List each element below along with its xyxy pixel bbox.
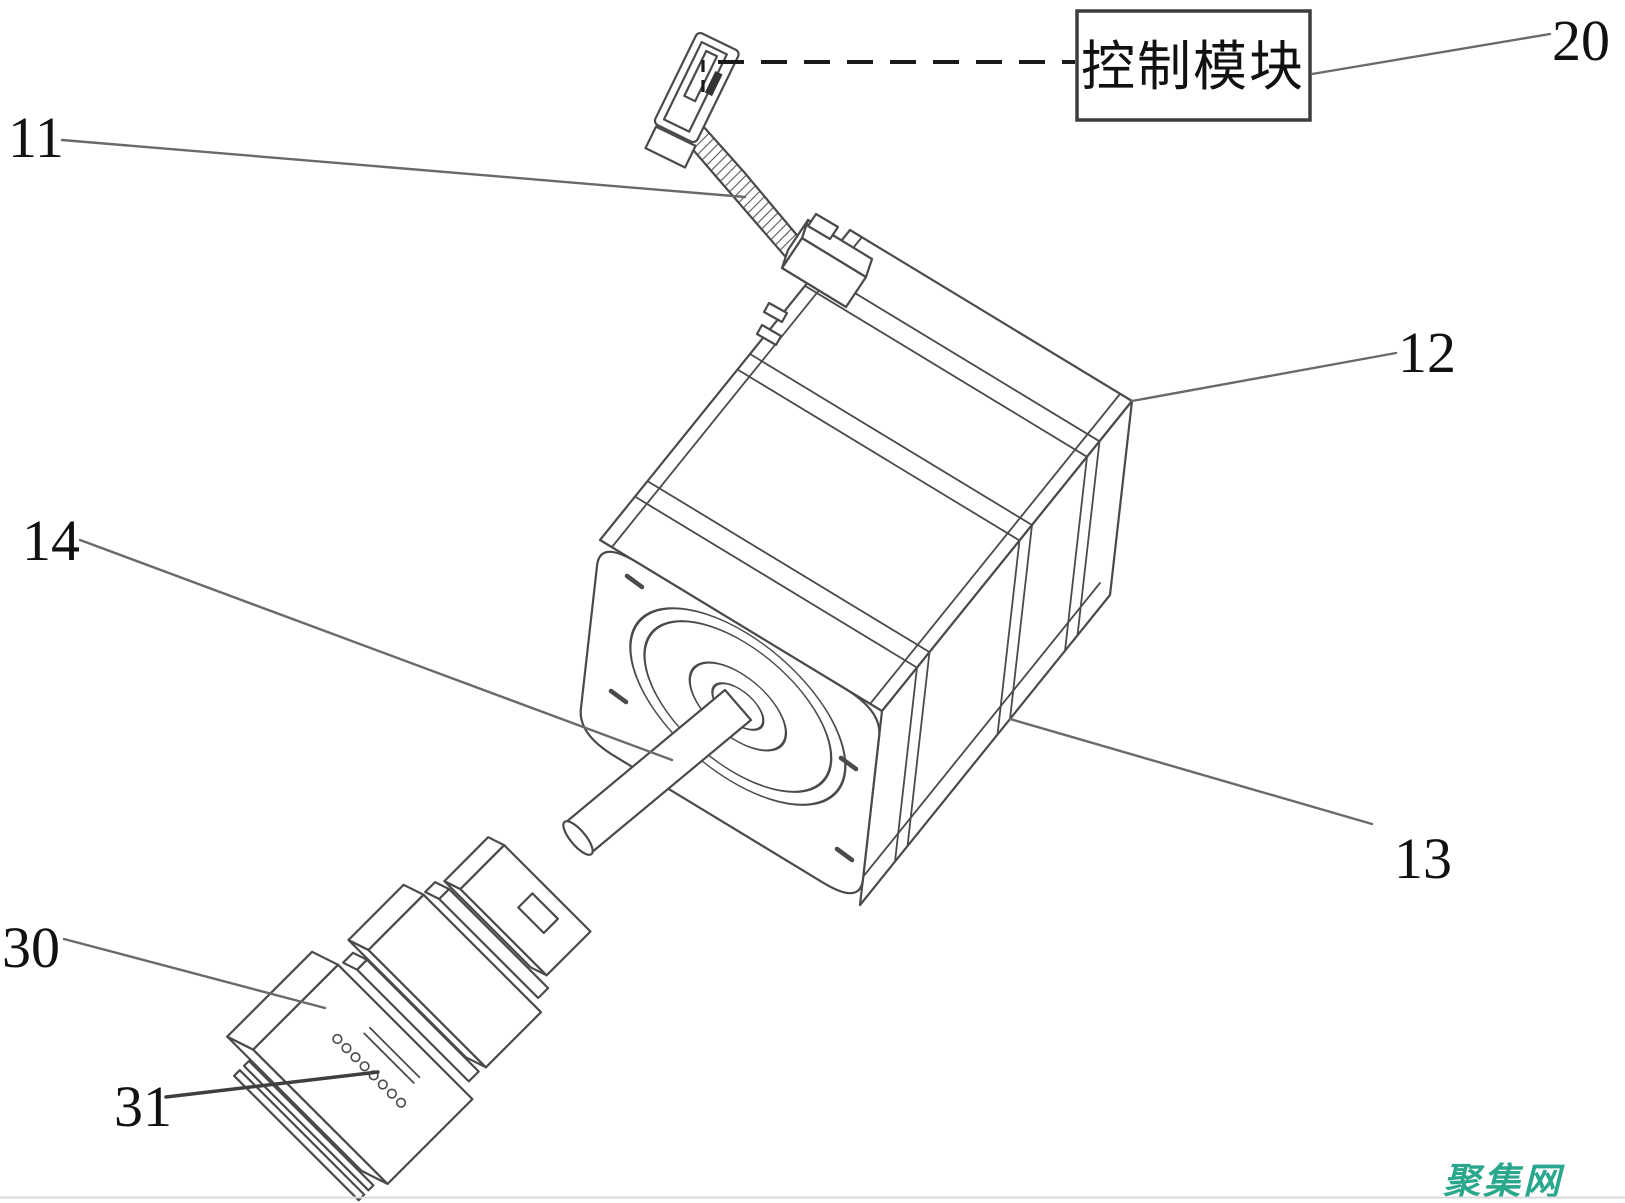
coupling-spacer-2 [424, 880, 550, 1000]
coupling-assembly [226, 836, 592, 1202]
connector-key-slot [683, 49, 719, 103]
coupling-key-slot [517, 892, 560, 935]
control-link: 控制模块 [701, 9, 1312, 122]
leader-11 [60, 138, 747, 199]
coupling-slot-line-1 [363, 1032, 415, 1084]
connector-contact [704, 71, 723, 97]
label-31: 31 [114, 1074, 172, 1139]
control-module-box [1075, 9, 1312, 122]
leader-20 [1310, 32, 1552, 76]
wire-tab-1 [762, 301, 789, 324]
coupling-end-plates [233, 1059, 375, 1202]
terminal-block [755, 212, 874, 347]
coupling-spacer-1 [342, 951, 480, 1083]
label-30: 30 [2, 915, 60, 980]
coupling-marking-dots [332, 1033, 407, 1108]
leader-30 [62, 937, 327, 1010]
terminal-cap [806, 212, 840, 241]
reference-numerals: 11 20 12 14 13 30 31 [2, 8, 1610, 1139]
lamination-lines-right [894, 440, 1101, 863]
label-14: 14 [22, 508, 80, 573]
label-20: 20 [1552, 8, 1610, 73]
wire-tab-2 [755, 323, 783, 347]
terminal-side [780, 218, 810, 270]
motor-housing [598, 228, 1134, 907]
label-13: 13 [1394, 826, 1452, 891]
leader-31 [164, 1070, 380, 1099]
coupling-small-block [443, 836, 592, 977]
plug-connector [644, 31, 740, 169]
control-module-label: 控制模块 [1081, 35, 1305, 98]
leader-14 [78, 538, 674, 762]
motor-shaft [562, 688, 753, 856]
leader-13 [1008, 717, 1374, 826]
motor-drawing [226, 31, 1134, 1202]
watermark: 聚集网 [1443, 1160, 1565, 1203]
coupling-medium-block [347, 883, 543, 1069]
leader-lines [60, 32, 1552, 1099]
label-12: 12 [1398, 320, 1456, 385]
shaft-tip [562, 820, 594, 856]
housing-bottom-accent [849, 582, 1101, 894]
label-11: 11 [8, 105, 64, 170]
mounting-holes [608, 573, 859, 863]
connector-collar [644, 125, 697, 169]
coupling-slot-line-2 [368, 1026, 421, 1079]
leader-12 [1130, 351, 1398, 403]
lamination-lines-top [634, 269, 1101, 669]
housing-chamfer-edge [869, 393, 1121, 705]
